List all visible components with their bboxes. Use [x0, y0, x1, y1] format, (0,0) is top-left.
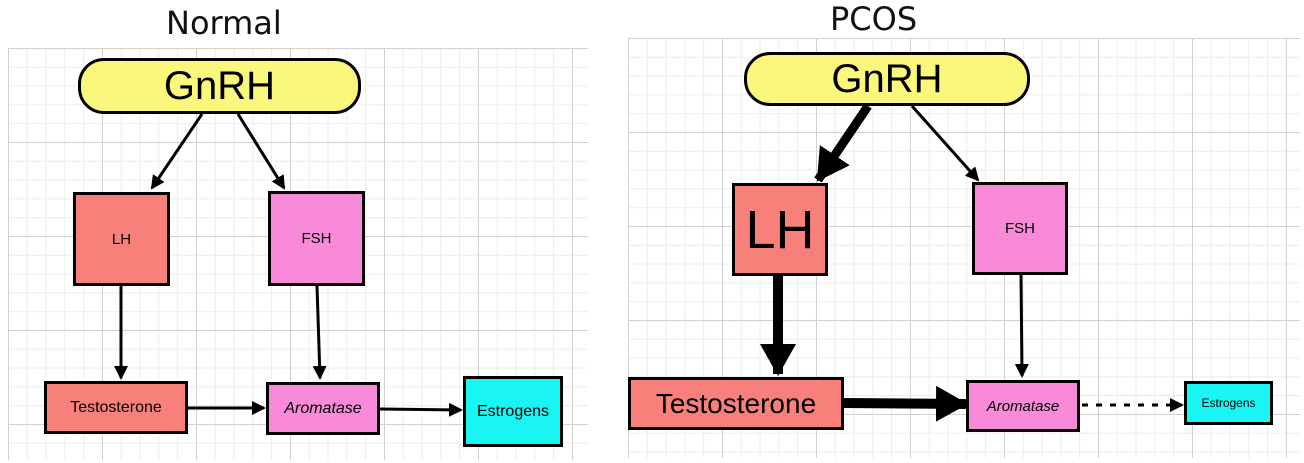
- normal-arrow-gnrh-to-fsh: [236, 113, 286, 190]
- normal-testosterone-node: Testosterone: [44, 381, 188, 434]
- pcos-arrow-fsh-to-aromatase: [1014, 273, 1029, 378]
- pcos-gnrh-node: GnRH: [744, 52, 1030, 106]
- normal-arrow-gnrh-to-lh: [150, 113, 204, 190]
- normal-panel-title: Normal: [166, 4, 282, 42]
- pcos-fsh-node: FSH: [972, 182, 1068, 275]
- normal-estrogens-node: Estrogens: [463, 376, 563, 447]
- normal-aromatase-node: Aromatase: [266, 382, 380, 435]
- normal-gnrh-node: GnRH: [78, 58, 361, 114]
- normal-arrow-aromatase-to-estrogens: [379, 402, 463, 417]
- normal-arrow-fsh-to-aromatase: [312, 285, 327, 380]
- normal-fsh-node: FSH: [268, 191, 365, 286]
- pcos-arrow-testosterone-to-aromatase: [841, 385, 968, 422]
- pcos-arrow-gnrh-to-fsh: [910, 105, 980, 182]
- pcos-panel-title: PCOS: [830, 0, 918, 38]
- pcos-aromatase-node: Aromatase: [966, 380, 1080, 432]
- normal-lh-node: LH: [73, 192, 170, 286]
- pcos-testosterone-node: Testosterone: [628, 377, 844, 430]
- pcos-lh-node: LH: [732, 183, 828, 276]
- pcos-arrow-gnrh-to-lh: [814, 103, 872, 183]
- pcos-estrogens-node: Estrogens: [1184, 381, 1273, 425]
